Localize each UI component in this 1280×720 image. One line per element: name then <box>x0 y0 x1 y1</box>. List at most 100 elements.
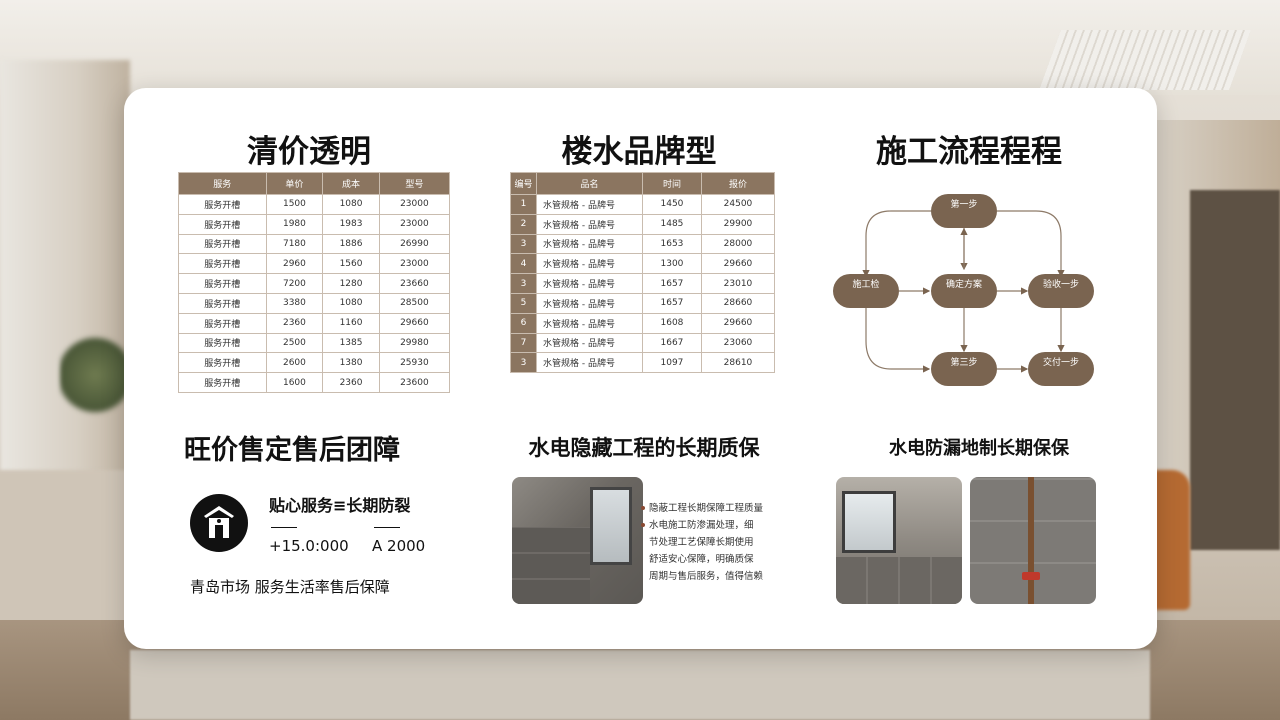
table-cell: 7 <box>510 332 537 354</box>
column-header: 型号 <box>378 172 451 195</box>
process-flow: 第一步 确定方案 施工检 验收一步 第三步 交付一步 <box>831 191 1101 391</box>
table-cell: 29900 <box>700 213 776 235</box>
bullet-item: 隐蔽工程长期保障工程质量 <box>641 500 784 517</box>
column-header: 成本 <box>322 172 380 195</box>
cabinet <box>1190 190 1280 550</box>
flow-node-top: 第一步 <box>931 194 997 228</box>
table-cell: 1657 <box>642 292 702 314</box>
panel4-title: 旺价售定售后团障 <box>184 435 400 466</box>
brand-table-header: 编号 品名 时间 报价 <box>510 172 776 195</box>
table-cell: 服务开槽 <box>178 194 267 215</box>
column-header: 品名 <box>536 172 643 195</box>
flow-node-bottom-right: 交付一步 <box>1028 352 1094 386</box>
table-cell: 1886 <box>322 233 380 255</box>
table-cell: 1450 <box>642 194 702 215</box>
table-cell: 2500 <box>265 332 324 354</box>
table-cell: 水管规格 - 品牌号 <box>536 352 643 374</box>
table-cell: 1653 <box>642 233 702 255</box>
panel6-title: 水电防漏地制长期保保 <box>889 438 1069 459</box>
rug <box>130 650 1150 720</box>
column-header: 单价 <box>265 172 324 195</box>
table-cell: 3380 <box>265 292 324 314</box>
room-photo-right <box>970 477 1096 604</box>
table-cell: 23660 <box>378 273 451 294</box>
node-label: 交付一步 <box>1042 358 1079 368</box>
table-cell: 28610 <box>700 352 776 374</box>
table-cell: 1983 <box>322 213 380 235</box>
table-cell: 1300 <box>642 253 702 275</box>
table-cell: 3 <box>510 273 537 294</box>
table-cell: 服务开槽 <box>178 332 267 354</box>
table-cell: 7180 <box>265 233 324 255</box>
node-label: 第三步 <box>950 358 978 368</box>
panel3-title: 施工流程程程 <box>876 134 1062 170</box>
table-cell: 29660 <box>378 312 451 334</box>
table-cell: 1 <box>510 194 537 215</box>
room-photo-left <box>836 477 962 604</box>
service-footer: 青岛市场 服务生活率售后保障 <box>190 578 390 596</box>
service-guard-icon <box>190 494 248 552</box>
table-cell: 2360 <box>265 312 324 334</box>
flow-node-right: 验收一步 <box>1028 274 1094 308</box>
table-cell: 水管规格 - 品牌号 <box>536 213 643 235</box>
bullet-item: 周期与售后服务，值得信赖 <box>649 568 784 585</box>
table-cell: 服务开槽 <box>178 372 267 393</box>
table-cell: 1667 <box>642 332 702 354</box>
table-cell: 5 <box>510 292 537 314</box>
flow-node-center: 确定方案 <box>931 274 997 308</box>
table-cell: 1160 <box>322 312 380 334</box>
table-cell: 25930 <box>378 352 451 374</box>
table-cell: 7200 <box>265 273 324 294</box>
node-label: 确定方案 <box>945 280 982 290</box>
divider <box>271 527 297 528</box>
flow-node-left: 施工检 <box>833 274 899 308</box>
table-cell: 服务开槽 <box>178 273 267 294</box>
value-left: +15.0:000 <box>269 537 349 555</box>
table-cell: 1280 <box>322 273 380 294</box>
divider <box>374 527 400 528</box>
flow-arrows <box>862 210 1065 373</box>
warranty-bullets: 隐蔽工程长期保障工程质量 水电施工防渗漏处理，细 节处理工艺保障长期使用 舒适安… <box>641 500 784 585</box>
table-cell: 23010 <box>700 273 776 294</box>
table-cell: 1380 <box>322 352 380 374</box>
table-cell: 服务开槽 <box>178 312 267 334</box>
table-cell: 1500 <box>265 194 324 215</box>
table-cell: 24500 <box>700 194 776 215</box>
table-cell: 29660 <box>700 312 776 334</box>
node-label: 验收一步 <box>1042 280 1079 290</box>
bullet-item: 节处理工艺保障长期使用 <box>649 534 784 551</box>
table-cell: 水管规格 - 品牌号 <box>536 253 643 275</box>
table-cell: 水管规格 - 品牌号 <box>536 233 643 255</box>
table-cell: 26990 <box>378 233 451 255</box>
table-cell: 1097 <box>642 352 702 374</box>
table-cell: 29660 <box>700 253 776 275</box>
table-cell: 29980 <box>378 332 451 354</box>
price-table-header: 服务 单价 成本 型号 <box>178 172 451 195</box>
column-header: 报价 <box>700 172 776 195</box>
table-cell: 服务开槽 <box>178 213 267 235</box>
bullet-text: 舒适安心保障，明确质保 <box>649 554 754 565</box>
window-image <box>842 491 896 553</box>
bullet-dot <box>641 523 645 527</box>
tile-wall <box>836 557 962 604</box>
table-cell: 1608 <box>642 312 702 334</box>
table-cell: 2960 <box>265 253 324 275</box>
plant <box>60 330 130 420</box>
table-cell: 28500 <box>378 292 451 314</box>
panel1-title: 清价透明 <box>247 134 371 170</box>
table-cell: 2 <box>510 213 537 235</box>
table-cell: 28660 <box>700 292 776 314</box>
